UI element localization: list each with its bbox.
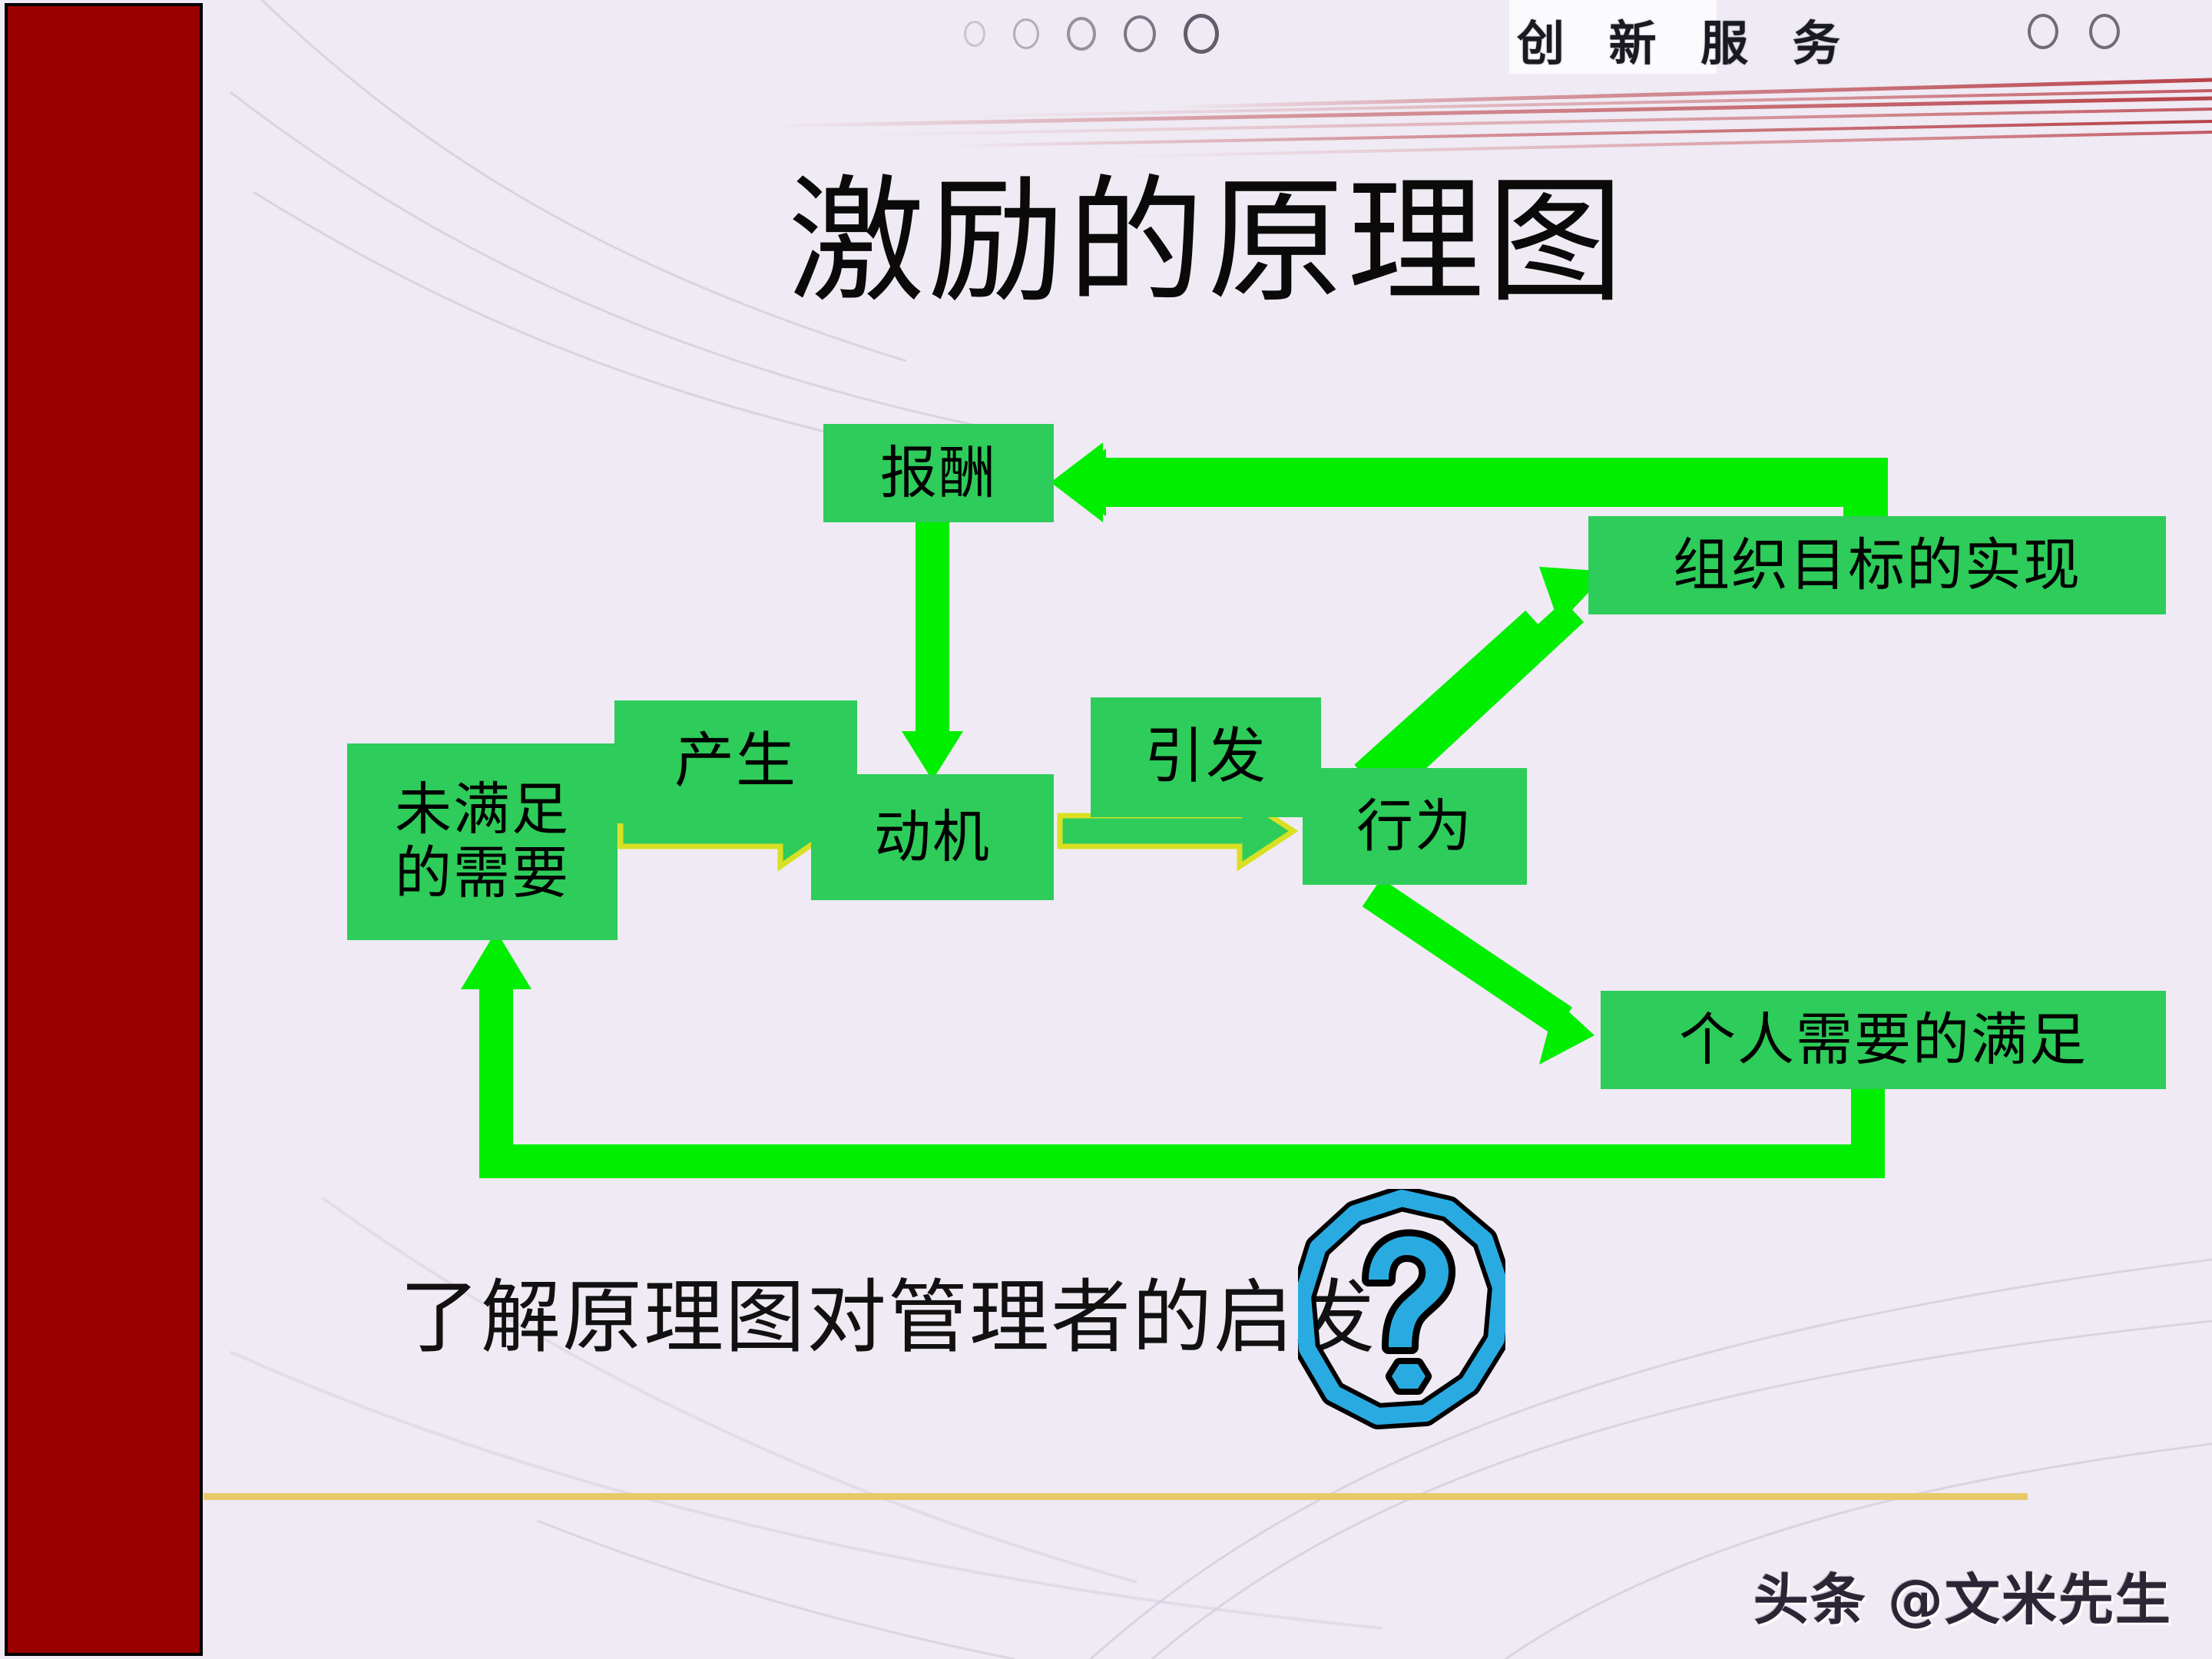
footer-caption: 了解原理图对管理者的启发 — [399, 1270, 1377, 1364]
header-circle-1-icon — [964, 21, 985, 47]
question-mark-circle-icon — [1298, 1189, 1505, 1429]
edge-behavior-to-personal — [1362, 878, 1594, 1065]
footer-divider — [204, 1493, 2028, 1500]
header-circle-6-icon — [2028, 14, 2058, 49]
header-circle-5-icon — [1184, 14, 1219, 54]
left-accent-band — [5, 3, 203, 1656]
header-circle-group-right — [2028, 14, 2120, 49]
page-title: 激励的原理图 — [788, 162, 1627, 321]
edge-behavior-to-goal — [1354, 567, 1608, 802]
watermark-credit: 头条 @文米先生 — [1753, 1568, 2172, 1632]
header-circle-group-left — [964, 14, 1219, 54]
edge-goal-to-reward — [1051, 442, 1888, 527]
edge-personal-to-need — [461, 931, 1885, 1178]
header-motto: 创 新 服 务 — [1517, 15, 1854, 71]
header-circle-2-icon — [1013, 18, 1039, 49]
edge-need-to-motive — [618, 790, 836, 872]
edge-motive-to-behavior — [1057, 790, 1299, 872]
header-circle-3-icon — [1067, 17, 1096, 51]
header-circle-7-icon — [2089, 14, 2120, 49]
edge-reward-to-motive — [902, 519, 963, 780]
header-circle-4-icon — [1124, 15, 1156, 52]
